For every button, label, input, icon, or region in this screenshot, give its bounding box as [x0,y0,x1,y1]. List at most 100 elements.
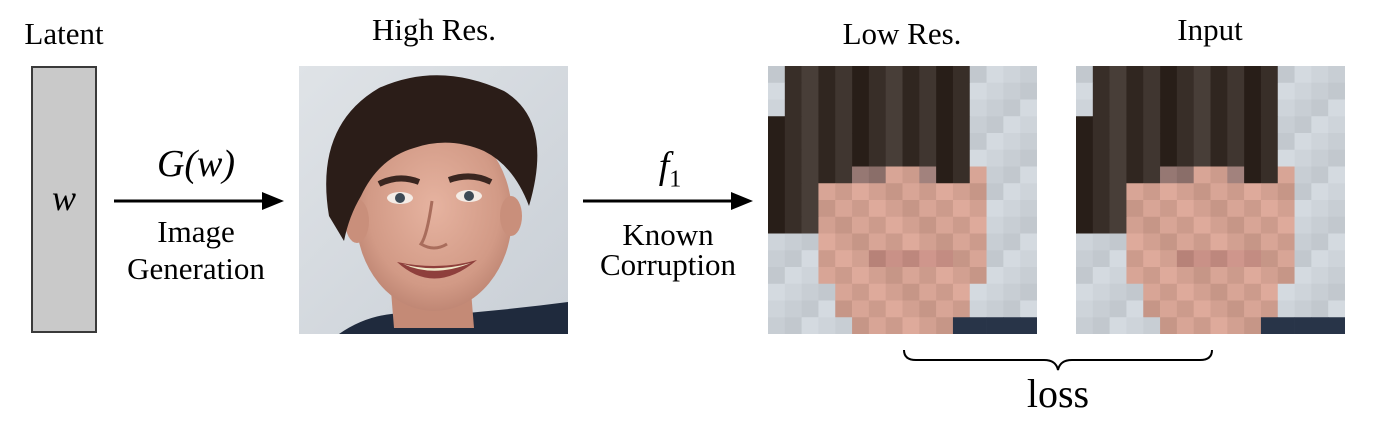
pixel-block [969,66,987,84]
loss-brace-icon [903,349,1213,371]
pixel-block [1109,267,1127,285]
pixel-block [818,317,836,334]
pixel-block [1294,216,1312,234]
pixel-block [835,82,853,100]
pixel-block [1176,66,1195,84]
pixel-block [835,149,853,167]
pixel-block [1020,116,1037,134]
pixel-block [1277,317,1295,334]
pixel-block [818,300,836,318]
pixel-block [1092,317,1110,334]
pixel-block [969,149,987,167]
pixel-block [818,183,836,201]
pixel-block [852,200,870,218]
pixel-block [1311,267,1329,285]
pixel-block [986,283,1004,301]
pixel-block [1176,116,1195,134]
pixel-block [1176,82,1195,100]
pixel-block [1227,82,1245,100]
pixel-block [1311,166,1329,184]
pixel-block [1126,166,1144,184]
pixel-block [902,200,920,218]
pixel-block [784,149,802,167]
pixel-block [1193,250,1211,268]
pixel-block [1076,200,1094,218]
pixel-block [1277,250,1295,268]
pixel-block [768,166,786,184]
pixel-block [1020,183,1037,201]
pixel-block [902,233,920,251]
pixel-block [902,116,920,134]
pixel-block [1126,216,1144,234]
pixel-block [1328,66,1345,84]
pixel-block [1193,283,1211,301]
pixel-block [969,116,987,134]
pixel-block [1160,317,1178,334]
pixel-block [835,216,853,234]
pixel-block [1020,233,1037,251]
pixel-block [1210,267,1228,285]
pixel-block [1092,233,1110,251]
pixel-block [1176,283,1195,301]
pixel-block [936,233,954,251]
pixel-block [1160,250,1178,268]
pixel-block [986,250,1004,268]
pixel-block [1244,82,1262,100]
pixel-block [1143,133,1161,151]
pixel-block [801,166,819,184]
generation-caption-line1: Image [157,214,235,249]
pixel-block [1003,300,1021,318]
pixel-block [1260,267,1279,285]
pixel-block [784,183,802,201]
pixel-block [1244,216,1262,234]
pixel-block [1244,200,1262,218]
pixel-block [1227,183,1245,201]
pixel-block [801,99,819,117]
pixel-block [1020,99,1037,117]
pixel-block [1143,317,1161,334]
pixel-block [902,250,920,268]
pixel-block [1126,133,1144,151]
pixel-block [852,149,870,167]
pixel-block [1277,133,1295,151]
pixel-block [835,317,853,334]
pixel-block [784,133,802,151]
pixel-block [1176,166,1195,184]
pixel-block [1176,200,1195,218]
pixel-block [1003,133,1021,151]
pixel-block [1244,149,1262,167]
pixel-block [1076,99,1094,117]
pixel-block [801,267,819,285]
pixel-block [1294,250,1312,268]
pixel-block [1109,133,1127,151]
pixel-block [969,233,987,251]
pixel-block [1294,267,1312,285]
pixel-block [936,283,954,301]
pixel-block [885,166,903,184]
pixel-block [1210,149,1228,167]
pixel-block [885,66,903,84]
pixel-block [1193,166,1211,184]
pixel-block [902,82,920,100]
pixel-block [818,250,836,268]
pixel-block [835,233,853,251]
pixel-block [1328,133,1345,151]
pixel-block [868,233,887,251]
pixel-block [868,250,887,268]
pixel-block [768,82,786,100]
pixel-block [818,166,836,184]
pixel-block [986,166,1004,184]
pixel-block [936,200,954,218]
pixel-block [818,66,836,84]
pixel-block [1277,300,1295,318]
pixel-block [1311,300,1329,318]
pixel-block [1311,133,1329,151]
pixel-block [919,267,937,285]
pixel-block [1260,216,1279,234]
pixel-block [768,283,786,301]
pixel-block [952,250,971,268]
pixel-block [1277,183,1295,201]
pixel-block [1328,267,1345,285]
pixel-block [936,149,954,167]
pixel-block [1160,149,1178,167]
